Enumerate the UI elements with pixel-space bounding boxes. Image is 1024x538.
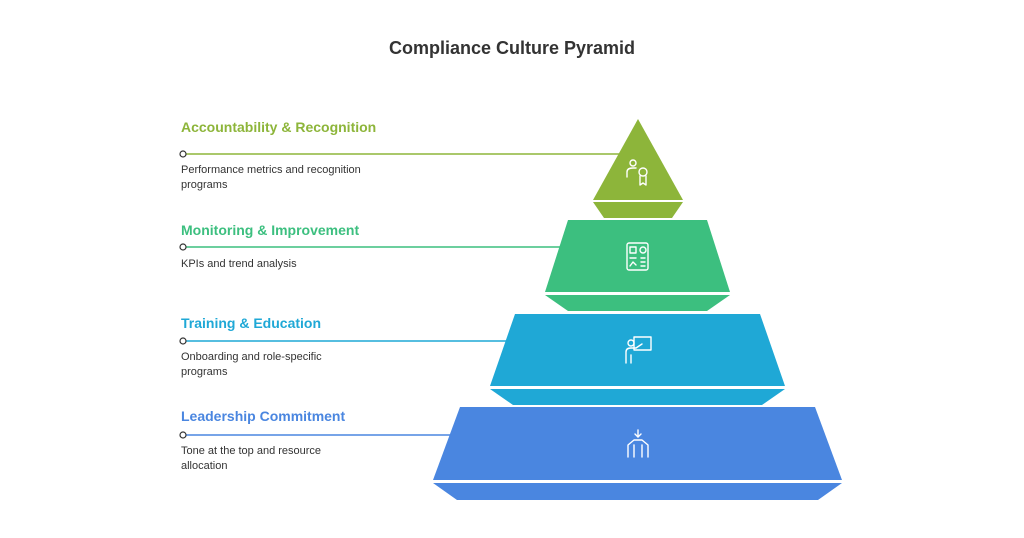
tier-monitoring (179, 220, 730, 311)
diagram-title: Compliance Culture Pyramid (388, 38, 636, 58)
tier-shape-leadership (433, 407, 842, 480)
tier-desc-monitoring: KPIs and trend analysis (181, 258, 297, 270)
tier-accountability (179, 119, 683, 218)
connector-dot-monitoring (179, 243, 187, 251)
dashboard-report-icon (626, 242, 649, 271)
connector-dot-leadership (179, 431, 187, 439)
tier-base-accountability (593, 202, 683, 218)
tier-desc-leadership: Tone at the top and resource allocation (181, 445, 322, 472)
tier-base-training (490, 389, 785, 405)
award-person-icon (626, 159, 648, 186)
tier-label-training: Training & Education (181, 315, 322, 331)
tier-leadership (179, 407, 842, 500)
connector-dot-training (179, 337, 187, 345)
presenter-board-icon (625, 336, 652, 364)
tier-base-monitoring (545, 295, 730, 311)
tier-label-leadership: Leadership Commitment (181, 408, 346, 424)
connector-dot-accountability (179, 150, 187, 158)
tier-desc-accountability: Performance metrics and recognition prog… (181, 164, 361, 191)
tier-shape-accountability (593, 119, 683, 200)
tier-label-accountability: Accountability & Recognition (181, 119, 377, 135)
tier-desc-training: Onboarding and role-specific programs (181, 351, 322, 378)
tier-base-leadership (433, 483, 842, 500)
tier-training (179, 314, 785, 405)
pillars-icon (627, 429, 649, 458)
tier-shape-monitoring (545, 220, 730, 292)
tier-label-monitoring: Monitoring & Improvement (181, 222, 360, 238)
